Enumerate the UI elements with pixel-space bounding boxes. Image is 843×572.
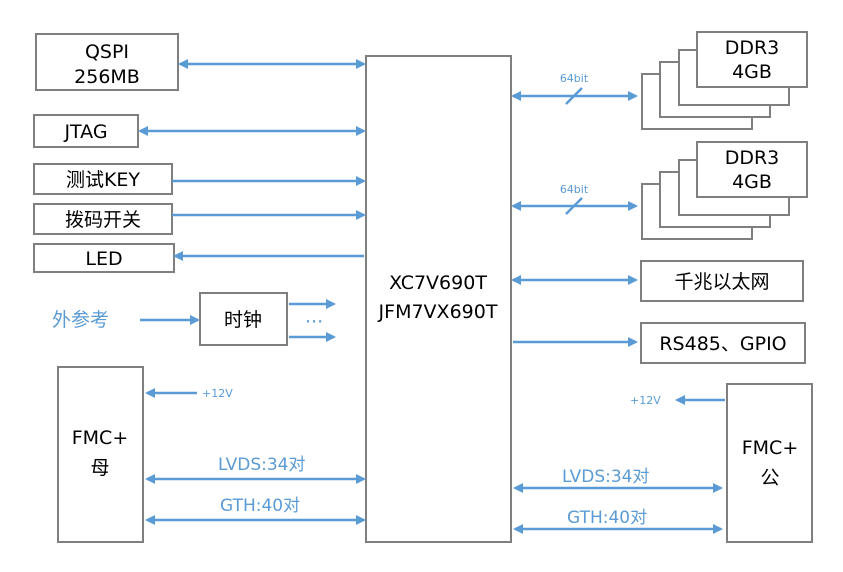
clock-label: 时钟 [224, 309, 262, 331]
fmc-male-label-2: 公 [760, 467, 779, 489]
ddr3-1-bus-width: 64bit [560, 72, 589, 85]
led-label: LED [85, 248, 122, 270]
fmc-male-power-label: +12V [630, 394, 661, 407]
ddr3-2-bus-width: 64bit [560, 183, 589, 196]
fmc-male-label-1: FMC+ [742, 437, 799, 459]
ddr3-1-bus-slash [565, 87, 583, 105]
fmc-female-lvds-label: LVDS:34对 [218, 455, 305, 475]
fmc-male-block: FMC+ 公 [726, 383, 813, 543]
fmc-male-lvds-label: LVDS:34对 [562, 467, 649, 487]
fpga-chip-label-1: XC7V690T [389, 272, 487, 294]
clock-block: 时钟 [199, 292, 288, 346]
fmc-female-label-2: 母 [90, 457, 109, 479]
clock-ellipsis: ··· [305, 311, 323, 333]
ddr3-2-label-1: DDR3 [725, 147, 780, 169]
ext-ref-label: 外参考 [52, 309, 109, 331]
rs485-gpio-label: RS485、GPIO [659, 333, 786, 355]
qspi-label-2: 256MB [74, 66, 140, 88]
fmc-female-block: FMC+ 母 [57, 366, 144, 543]
fmc-female-gth-label: GTH:40对 [220, 496, 300, 516]
ddr3-2-label-2: 4GB [732, 171, 772, 193]
dip-switch-block: 拨码开关 [33, 203, 173, 235]
fpga-chip-label-2: JFM7VX690T [378, 301, 498, 323]
ddr3-block-1: DDR3 4GB [641, 31, 808, 130]
ddr3-1-label-2: 4GB [732, 61, 772, 83]
rs485-gpio-block: RS485、GPIO [640, 322, 806, 364]
qspi-label-1: QSPI [85, 41, 129, 63]
qspi-block: QSPI 256MB [35, 33, 179, 91]
ddr3-2-bus-slash [565, 197, 583, 215]
test-key-block: 测试KEY [33, 163, 173, 195]
ethernet-block: 千兆以太网 [640, 260, 804, 302]
fmc-male-gth-label: GTH:40对 [567, 508, 647, 528]
fpga-chip-block: XC7V690T JFM7VX690T [365, 55, 512, 543]
ethernet-label: 千兆以太网 [674, 271, 769, 293]
ddr3-1-label-1: DDR3 [725, 37, 780, 59]
fmc-female-power-label: +12V [202, 387, 233, 400]
jtag-label: JTAG [63, 121, 107, 143]
fmc-female-label-1: FMC+ [72, 427, 129, 449]
dip-switch-label: 拨码开关 [65, 209, 141, 231]
jtag-block: JTAG [33, 114, 139, 148]
test-key-label: 测试KEY [66, 169, 140, 191]
ddr3-block-2: DDR3 4GB [641, 141, 808, 240]
led-block: LED [33, 243, 175, 273]
